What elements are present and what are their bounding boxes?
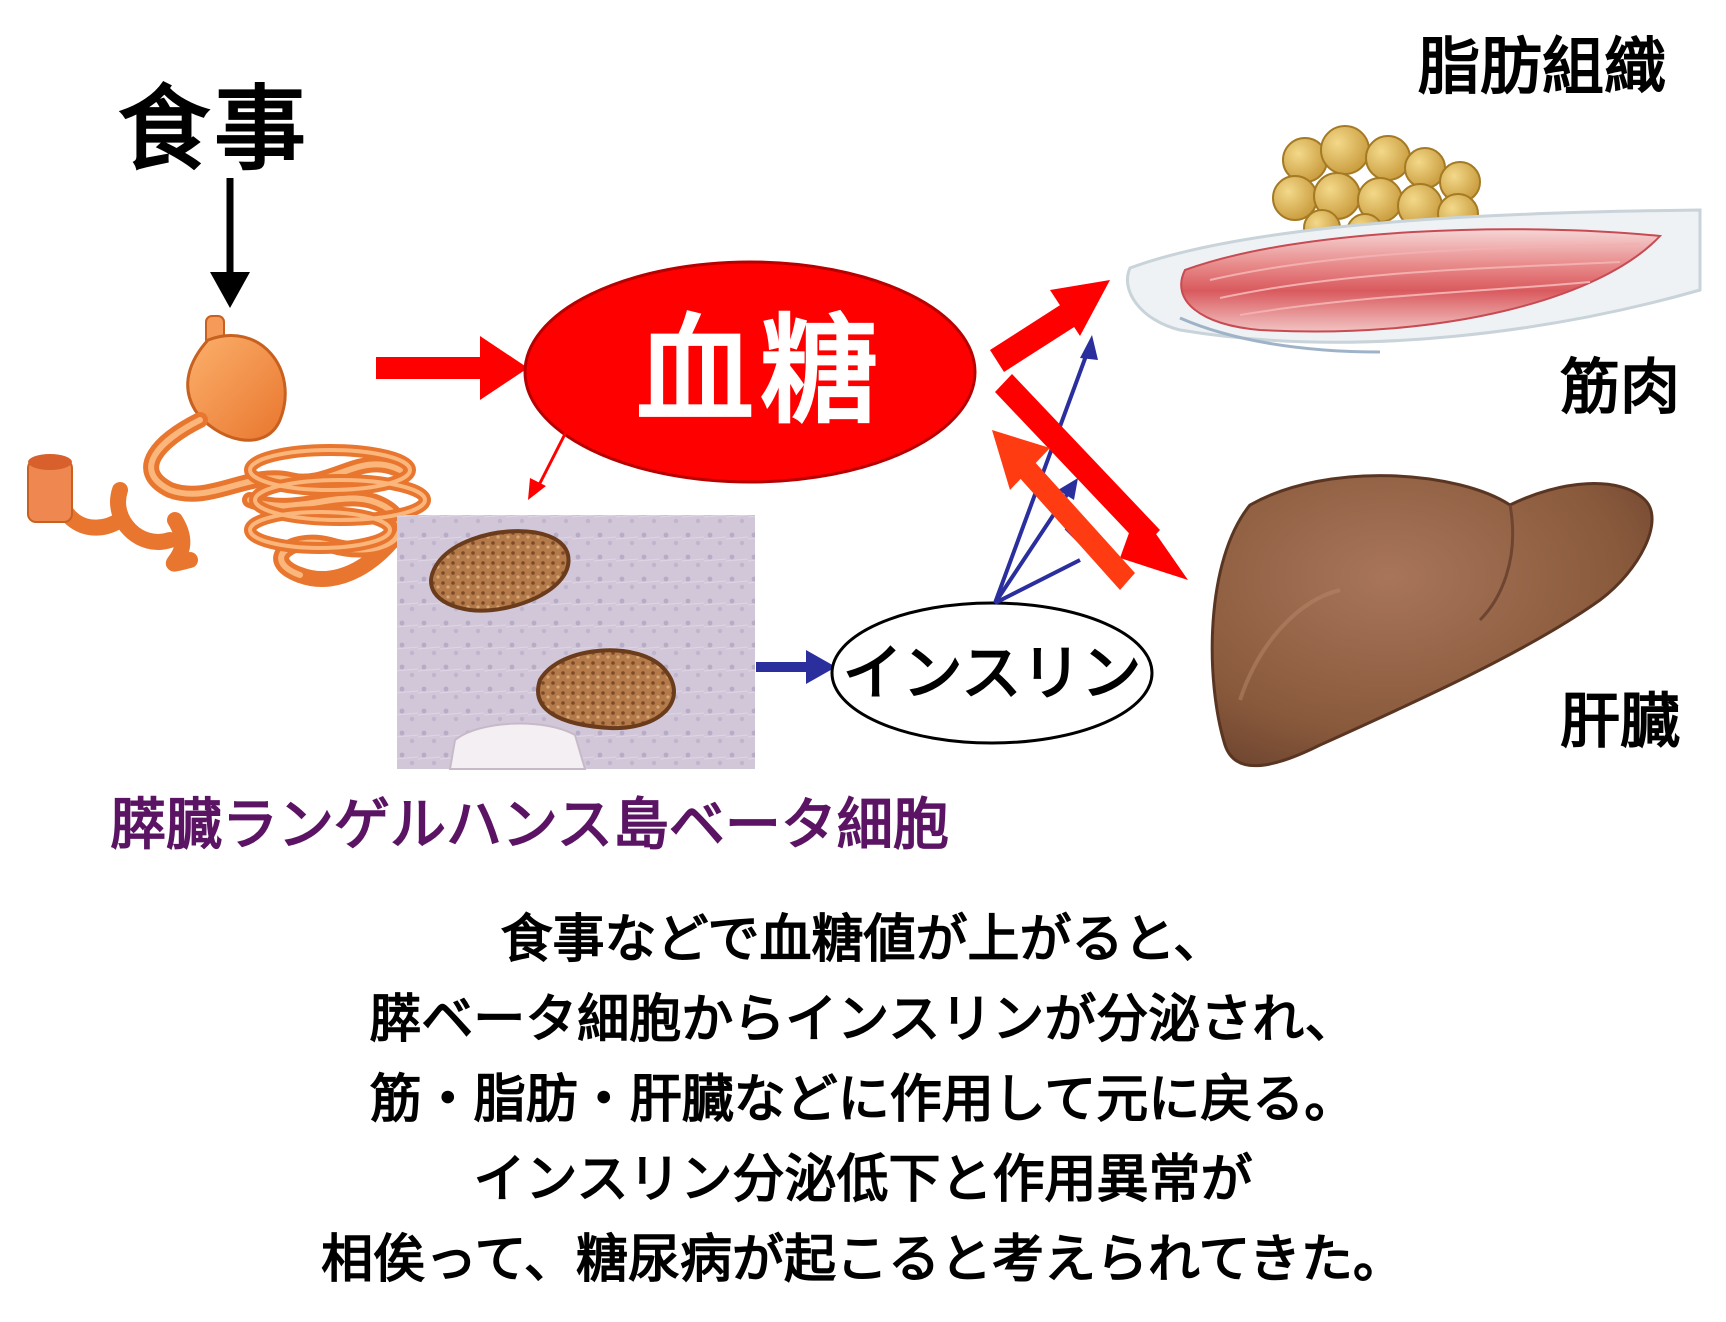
caption-line: 膵ベータ細胞からインスリンが分泌され、 [369, 990, 1357, 1050]
muscle-illustration [1125, 208, 1702, 354]
pancreatic-islet-micrograph [397, 515, 755, 770]
absorption-arrow [376, 336, 528, 400]
adipose-label: 脂肪組織 [1418, 30, 1667, 103]
liver-label: 肝臓 [1560, 687, 1680, 757]
glucose-to-muscle-arrow [990, 280, 1110, 372]
glucose-label: 血糖 [635, 302, 884, 440]
caption-line: 筋・脂肪・肝臓などに作用して元に戻る。 [369, 1070, 1357, 1130]
insulin-to-muscle-arrowhead [1080, 335, 1098, 360]
glucose-to-pancreas-arrow [528, 431, 568, 500]
liver-illustration [1210, 474, 1654, 768]
insulin-ellipse [830, 601, 1154, 745]
caption-line: 食事などで血糖値が上がると、 [500, 910, 1226, 970]
glucose-to-liver-arrow [995, 374, 1188, 580]
meal-label: 食事 [118, 76, 311, 183]
digestive-tract-illustration [27, 315, 431, 587]
caption-line: インスリン分泌低下と作用異常が [473, 1150, 1253, 1210]
glucose-ellipse [523, 260, 977, 484]
meal-arrow [210, 178, 250, 308]
beta-cells-label: 膵臓ランゲルハンス島ベータ細胞 [110, 793, 949, 858]
caption-line: 相俟って、糖尿病が起こると考えられてきた。 [321, 1230, 1405, 1290]
caption-block: 食事などで血糖値が上がると、 膵ベータ細胞からインスリンが分泌され、 筋・脂肪・… [0, 900, 1726, 1300]
secretion-arrow [756, 650, 836, 684]
insulin-to-liver-arrowhead [1058, 478, 1078, 500]
insulin-label: インスリン [842, 639, 1142, 709]
liver-to-glucose-arrow [992, 430, 1135, 590]
muscle-label: 筋肉 [1560, 353, 1680, 423]
